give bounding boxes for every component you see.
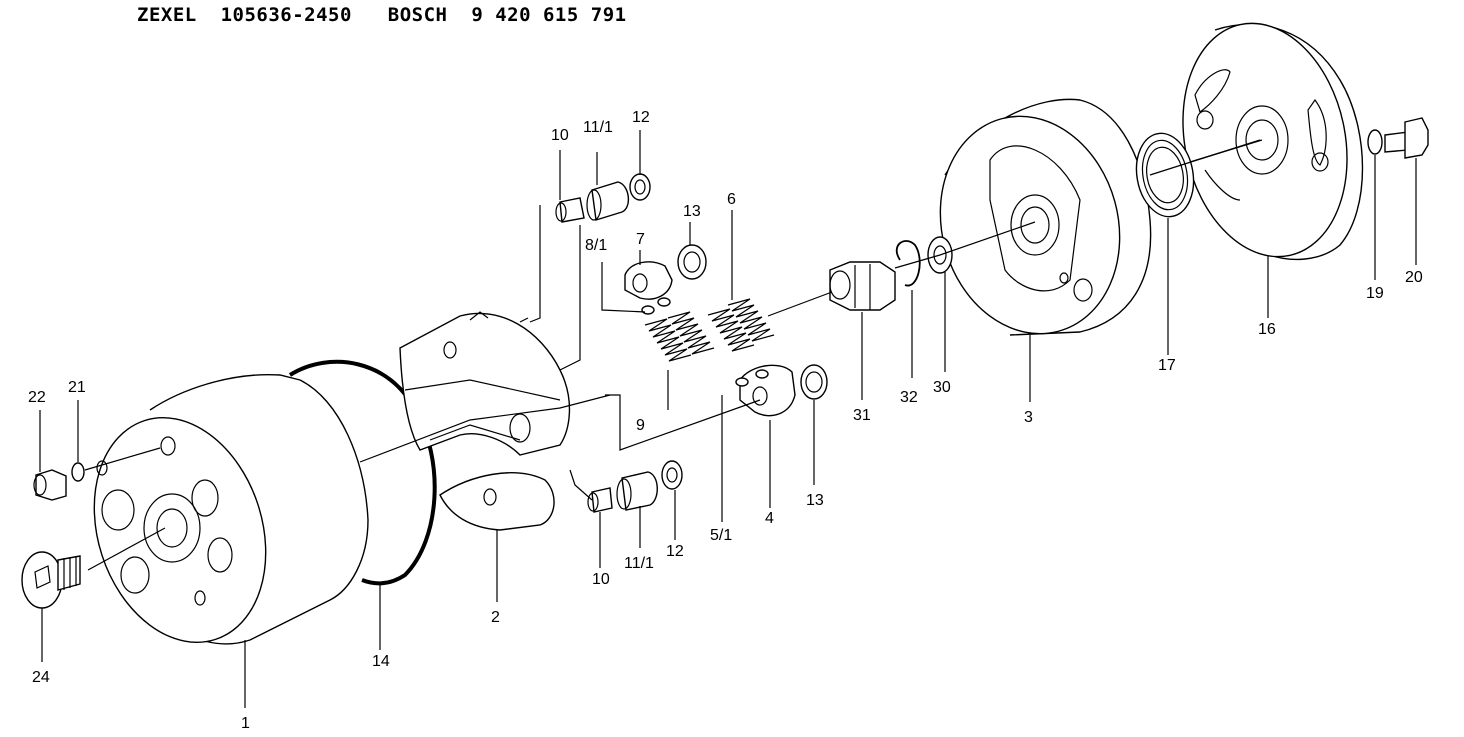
bosch-part-number: 9 420 615 791 <box>471 4 627 26</box>
callout-31: 31 <box>853 407 871 424</box>
callout-12-upper: 12 <box>632 109 650 126</box>
part-11-1-sleeve-lower <box>616 471 658 511</box>
part-10-pin-lower <box>587 487 613 513</box>
callout-7: 7 <box>636 231 645 248</box>
part-14-o-ring <box>288 359 437 586</box>
callout-9: 9 <box>636 417 645 434</box>
part-1-housing <box>93 373 369 645</box>
part-19-washer <box>1367 129 1383 155</box>
callout-24: 24 <box>32 669 50 686</box>
part-2-hub <box>399 311 571 531</box>
part-8-1-shims <box>641 297 671 315</box>
callout-6: 6 <box>727 191 736 208</box>
callout-10-lower: 10 <box>592 571 610 588</box>
part-5-1-shims <box>735 369 769 387</box>
diagram-title: ZEXEL 105636-2450 BOSCH 9 420 615 791 <box>137 4 627 26</box>
part-16-rear-plate <box>1182 22 1364 261</box>
part-11-1-sleeve-upper <box>586 181 629 221</box>
callout-20: 20 <box>1405 269 1423 286</box>
part-7-spring-seat <box>624 261 673 300</box>
callout-2: 2 <box>491 609 500 626</box>
callout-32: 32 <box>900 389 918 406</box>
zexel-part-number: 105636-2450 <box>220 4 352 26</box>
part-12-washer-upper <box>629 173 651 201</box>
part-12-washer-lower <box>661 460 683 490</box>
part-31-valve <box>829 261 896 311</box>
maker-bosch: BOSCH <box>387 4 448 26</box>
callout-11-1-upper: 11/1 <box>583 119 613 136</box>
part-32-snap-ring <box>895 240 921 287</box>
part-17-bearing <box>1135 132 1195 218</box>
part-22-screw <box>33 469 67 501</box>
callout-11-1-lower: 11/1 <box>624 555 654 572</box>
callout-3: 3 <box>1024 409 1033 426</box>
callout-4: 4 <box>765 510 774 527</box>
part-20-screw <box>1384 117 1429 159</box>
callout-17: 17 <box>1158 357 1176 374</box>
part-9-springs <box>644 311 715 362</box>
maker-zexel: ZEXEL <box>137 4 197 26</box>
part-21-washer <box>71 462 85 482</box>
callout-13-upper: 13 <box>683 203 701 220</box>
leader-lines <box>39 130 1417 708</box>
callout-labels: 10 11/1 12 13 7 8/1 6 9 5/1 4 13 10 11/1… <box>28 109 1423 732</box>
part-3-cover <box>939 98 1152 336</box>
callout-22: 22 <box>28 389 46 406</box>
part-13-bushing-lower <box>800 364 828 400</box>
callout-30: 30 <box>933 379 951 396</box>
callout-14: 14 <box>372 653 390 670</box>
callout-5-1: 5/1 <box>710 527 732 544</box>
part-6-springs <box>707 298 775 352</box>
callout-19: 19 <box>1366 285 1384 302</box>
callout-10-upper: 10 <box>551 127 569 144</box>
assembly-axis-lines <box>84 139 1263 571</box>
part-4-spring-seat <box>739 364 796 417</box>
part-13-bushing-upper <box>677 244 707 280</box>
part-10-pin-upper <box>555 197 585 223</box>
callout-16: 16 <box>1258 321 1276 338</box>
callout-21: 21 <box>68 379 86 396</box>
callout-1: 1 <box>241 715 250 732</box>
callout-13-lower: 13 <box>806 492 824 509</box>
callout-12-lower: 12 <box>666 543 684 560</box>
part-24-plug <box>21 551 81 609</box>
callout-8-1: 8/1 <box>585 237 607 254</box>
